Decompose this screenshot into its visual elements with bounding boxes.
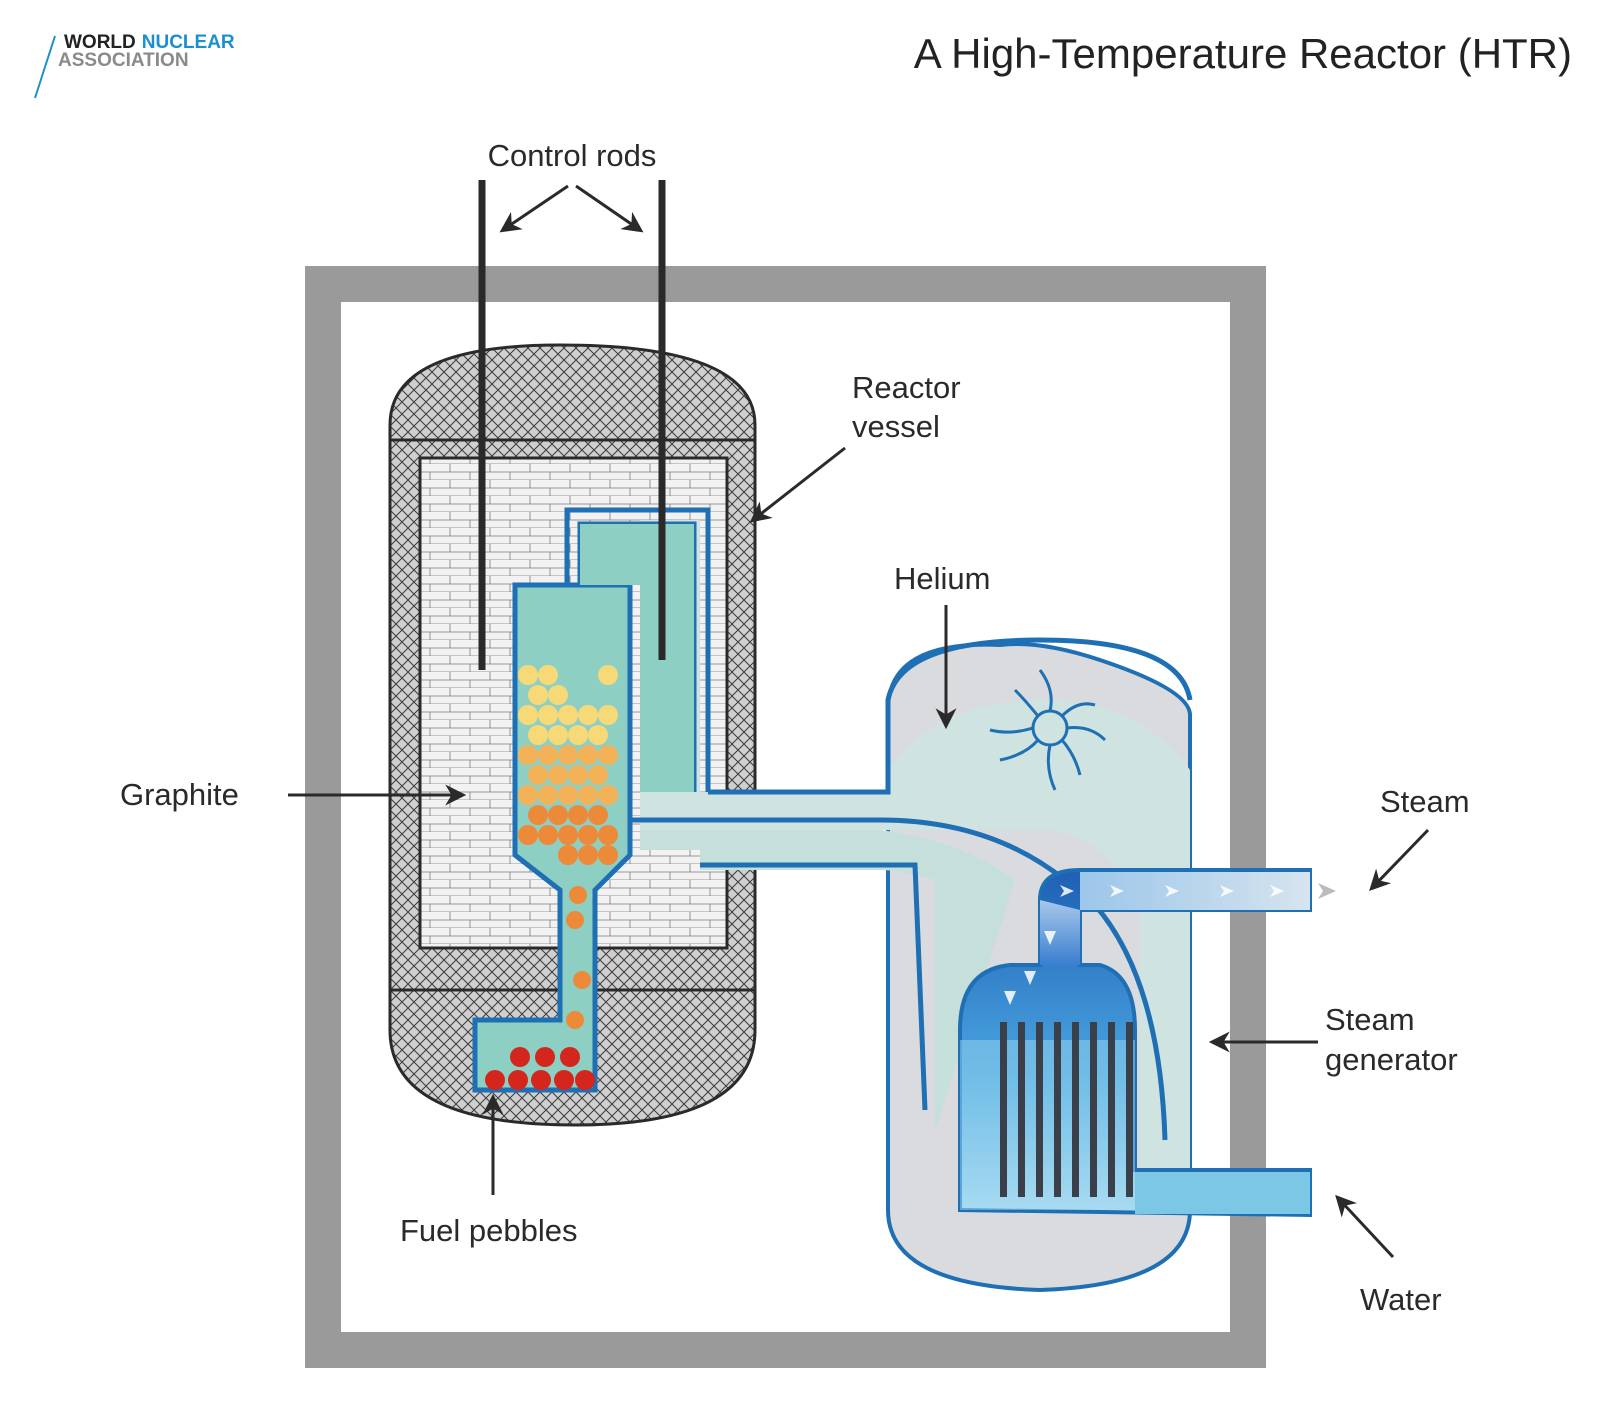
fuel-pebble <box>558 745 578 765</box>
fuel-pebble <box>485 1070 505 1090</box>
sg-water-zone <box>960 1040 1135 1210</box>
fuel-pebble <box>538 785 558 805</box>
sg-tube <box>1126 1022 1133 1197</box>
label-steam: Steam <box>1380 784 1470 819</box>
hot-duct-top-wall <box>708 637 1193 795</box>
sg-tube <box>1108 1022 1115 1197</box>
page-title: A High-Temperature Reactor (HTR) <box>914 30 1572 77</box>
sg-tube <box>1036 1022 1043 1197</box>
circulator-fan-icon <box>989 669 1107 791</box>
steam-exit-chevron <box>1318 883 1336 899</box>
steam-generator-tubes <box>1000 1022 1133 1197</box>
fuel-pebble <box>558 845 578 865</box>
fuel-pebble <box>569 886 587 904</box>
fuel-pebble <box>598 705 618 725</box>
fuel-pebble <box>578 705 598 725</box>
reactor-vessel-arrow <box>749 446 846 523</box>
logo-slash <box>34 35 56 99</box>
fuel-pebble <box>548 805 568 825</box>
fuel-pebble <box>573 971 591 989</box>
label-reactor-vessel-line1: Reactor <box>852 370 961 405</box>
label-helium: Helium <box>894 561 990 596</box>
fuel-pebble <box>578 785 598 805</box>
label-steam-generator-line1: Steam <box>1325 1002 1415 1037</box>
sg-tube <box>1000 1022 1007 1197</box>
fuel-pebble <box>558 705 578 725</box>
steam-flow-chevrons <box>1004 885 1284 1005</box>
fuel-pebble <box>588 765 608 785</box>
fuel-pebble <box>568 805 588 825</box>
fuel-pebble <box>588 725 608 745</box>
fuel-pebble <box>548 725 568 745</box>
fuel-pebble <box>578 845 598 865</box>
fuel-pebble <box>598 825 618 845</box>
fuel-pebble <box>566 1011 584 1029</box>
fuel-pebble <box>558 785 578 805</box>
fuel-pebble <box>538 665 558 685</box>
fuel-pebble <box>598 845 618 865</box>
fuel-pebble <box>568 765 588 785</box>
sg-tube <box>1072 1022 1079 1197</box>
helium-return-area <box>640 830 1015 1130</box>
fuel-pebble <box>598 785 618 805</box>
control-rods-arrow-left <box>499 184 569 233</box>
pointer-arrows <box>288 184 1430 1259</box>
sg-tube <box>1054 1022 1061 1197</box>
label-water: Water <box>1360 1282 1442 1317</box>
sg-tube <box>1018 1022 1025 1197</box>
fuel-pebble <box>518 665 538 685</box>
water-arrow <box>1335 1194 1395 1259</box>
steam-riser <box>1040 900 1080 965</box>
fuel-pebble <box>518 705 538 725</box>
fuel-pebble <box>528 805 548 825</box>
sg-shroud-wall <box>1093 903 1168 1141</box>
fuel-pebble <box>578 745 598 765</box>
fuel-pebble <box>548 685 568 705</box>
fuel-pebble <box>531 1070 551 1090</box>
fuel-pebbles-bed <box>485 665 618 1090</box>
fuel-pebble <box>518 745 538 765</box>
fuel-pebble <box>598 745 618 765</box>
label-steam-generator-line2: generator <box>1325 1042 1458 1077</box>
fuel-pebble <box>528 765 548 785</box>
label-reactor-vessel-line2: vessel <box>852 409 940 444</box>
fuel-pebble <box>510 1047 530 1067</box>
label-fuel-pebbles: Fuel pebbles <box>400 1213 578 1248</box>
steam-arrow <box>1369 828 1430 892</box>
label-graphite: Graphite <box>120 777 239 812</box>
fuel-pebble <box>568 725 588 745</box>
fuel-pebble <box>558 825 578 845</box>
sg-tube <box>1090 1022 1097 1197</box>
fuel-pebble <box>538 705 558 725</box>
fuel-pebble <box>528 685 548 705</box>
cold-duct-upper-wall <box>630 817 1067 882</box>
control-rods-arrow-right <box>575 184 644 233</box>
fuel-pebble <box>588 805 608 825</box>
fuel-pebble <box>538 825 558 845</box>
fuel-pebble <box>566 911 584 929</box>
fuel-pebble <box>535 1047 555 1067</box>
fuel-pebble <box>578 825 598 845</box>
fuel-pebble <box>508 1070 528 1090</box>
fuel-pebble <box>554 1070 574 1090</box>
fuel-pebble <box>518 825 538 845</box>
water-inlet-pipe <box>1135 1172 1310 1214</box>
cold-duct-lower-wall <box>700 862 928 1111</box>
hot-duct-outer <box>564 507 711 792</box>
fuel-pebble <box>548 765 568 785</box>
fuel-pebble <box>518 785 538 805</box>
label-control-rods: Control rods <box>488 138 657 173</box>
fuel-pebble <box>538 745 558 765</box>
fuel-pebble <box>575 1070 595 1090</box>
containment-wall <box>305 266 1266 1368</box>
fuel-pebble <box>528 725 548 745</box>
fuel-pebble <box>560 1047 580 1067</box>
logo-text-association: ASSOCIATION <box>58 50 189 71</box>
fuel-pebble <box>598 665 618 685</box>
